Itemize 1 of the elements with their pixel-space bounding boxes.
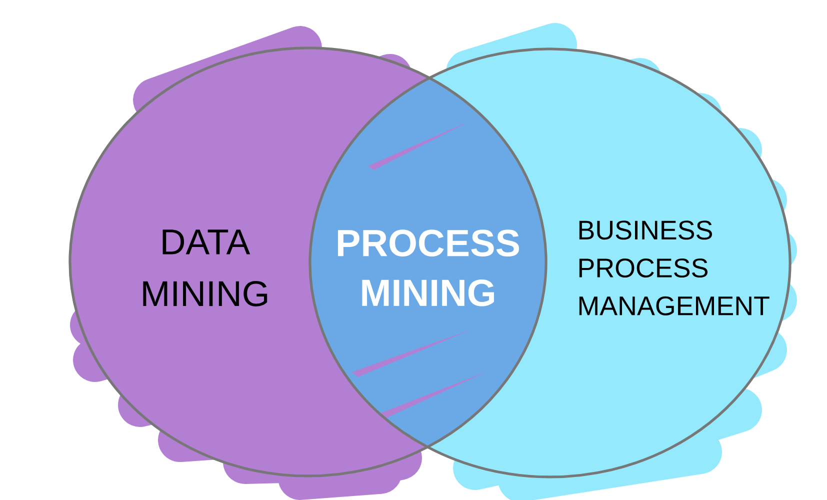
overlap-region: PROCESS MINING bbox=[308, 76, 548, 448]
